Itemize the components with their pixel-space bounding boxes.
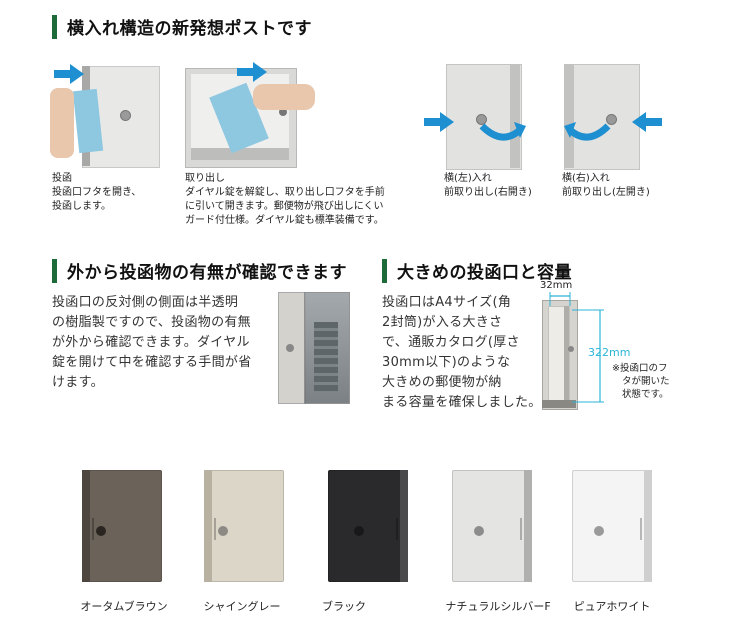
caption-line: 取り出し <box>185 173 225 184</box>
caption-line: 前取り出し(右開き) <box>444 187 532 198</box>
caption-line: ダイヤル錠を解錠し、取り出し口フタを手前 <box>185 187 385 198</box>
variant-label: ナチュラルシルバーF <box>445 600 551 613</box>
mailbox-variant <box>572 470 652 582</box>
mailbox-variant <box>82 470 162 582</box>
photo-takeout-mail <box>185 58 315 168</box>
note-line: 状態です。 <box>622 389 669 400</box>
heading-title: 横入れ構造の新発想ポストです <box>67 19 312 39</box>
photo-insert-mail <box>50 58 160 168</box>
caption-line: ガード付仕様。ダイヤル錠も標準装備です。 <box>185 215 384 226</box>
heading-accent-bar <box>382 258 387 283</box>
mailbox-side-panel <box>204 470 212 582</box>
caption-right-insert: 横(右)入れ 前取り出し(左開き) <box>562 172 650 200</box>
body-line: 大きめの郵便物が納 <box>382 375 502 390</box>
mailbox-handle <box>92 518 94 540</box>
mailbox-handle <box>520 518 522 540</box>
photo-opening-dimensions <box>538 282 638 412</box>
note-line: タが開いた <box>622 376 670 387</box>
section-heading-structure: 横入れ構造の新発想ポストです <box>52 14 312 39</box>
arrow-right-icon <box>424 112 454 132</box>
mailbox-side-panel <box>524 470 532 582</box>
arrow-right-icon <box>54 64 84 84</box>
dimension-width-icon <box>549 292 571 306</box>
caption-line: 投函します。 <box>52 201 111 212</box>
body-line: 投函口の反対側の側面は半透明 <box>52 295 239 310</box>
mailbox-handle <box>640 518 642 540</box>
photo-translucent-side <box>278 292 350 408</box>
curved-arrow-icon <box>564 122 611 141</box>
body-line: 30mm以下)のような <box>382 355 511 370</box>
body-line: の樹脂製ですので、投函物の有無 <box>52 315 251 330</box>
caption-line: に引いて開きます。郵便物が飛び出しにくい <box>185 201 384 212</box>
section-heading-capacity: 大きめの投函口と容量 <box>382 258 572 283</box>
body-line: で、通販カタログ(厚さ <box>382 335 520 350</box>
dial-lock-icon <box>474 526 484 536</box>
caption-line: 投函 <box>52 173 72 184</box>
note-line: ※投函口のフ <box>612 363 668 374</box>
opening-note: ※投函口のフ タが開いた 状態です。 <box>612 362 670 401</box>
body-line: まる容量を確保しました。 <box>382 395 542 410</box>
arrow-left-icon <box>632 112 662 132</box>
variant-label: ブラック <box>322 600 366 613</box>
capacity-description: 投函口はA4サイズ(角 2封筒)が入る大きさ で、通販カタログ(厚さ 30mm以… <box>382 293 542 413</box>
dial-lock-icon <box>594 526 604 536</box>
caption-takeout: 取り出し ダイヤル錠を解錠し、取り出し口フタを手前 に引いて開きます。郵便物が飛… <box>185 172 385 228</box>
heading-accent-bar <box>52 258 57 283</box>
caption-insert: 投函 投函口フタを開き、 投函します。 <box>52 172 141 214</box>
mailbox-side-panel <box>400 470 408 582</box>
caption-line: 投函口フタを開き、 <box>52 187 142 198</box>
variant-label: ピュアホワイト <box>573 600 651 613</box>
body-line: が外から確認できます。ダイヤル <box>52 335 250 350</box>
variant-label: シャイングレー <box>203 600 281 613</box>
dial-lock-icon <box>96 526 106 536</box>
body-line: 投函口はA4サイズ(角 <box>382 295 512 310</box>
arrow-right-icon <box>237 62 267 82</box>
mailbox-variant <box>452 470 532 582</box>
mailbox-side-panel <box>644 470 652 582</box>
dial-lock-icon <box>218 526 228 536</box>
mailbox-handle <box>396 518 398 540</box>
mailbox-variant <box>204 470 284 582</box>
section-heading-visibility: 外から投函物の有無が確認できます <box>52 258 347 283</box>
body-line: 2封筒)が入る大きさ <box>382 315 503 330</box>
dimension-height-icon <box>572 309 604 403</box>
body-line: けます。 <box>52 375 104 390</box>
variant-label: オータムブラウン <box>80 600 168 613</box>
caption-left-insert: 横(左)入れ 前取り出し(右開き) <box>444 172 532 200</box>
caption-line: 横(左)入れ <box>444 173 492 184</box>
dimension-height-label: 322mm <box>588 346 631 359</box>
heading-title: 大きめの投函口と容量 <box>397 263 572 283</box>
caption-line: 前取り出し(左開き) <box>562 187 650 198</box>
heading-accent-bar <box>52 14 57 39</box>
visibility-description: 投函口の反対側の側面は半透明 の樹脂製ですので、投函物の有無 が外から確認できま… <box>52 293 277 393</box>
mailbox-variant <box>328 470 408 582</box>
photo-left-insert <box>424 64 544 174</box>
mailbox-side-panel <box>82 470 90 582</box>
photo-right-insert <box>560 64 680 174</box>
heading-title: 外から投函物の有無が確認できます <box>67 263 347 283</box>
curved-arrow-icon <box>479 122 526 141</box>
body-line: 錠を開けて中を確認する手間が省 <box>52 355 252 370</box>
caption-line: 横(右)入れ <box>562 173 610 184</box>
dimension-width-label: 32mm <box>540 280 573 291</box>
dial-lock-icon <box>354 526 364 536</box>
mailbox-handle <box>214 518 216 540</box>
